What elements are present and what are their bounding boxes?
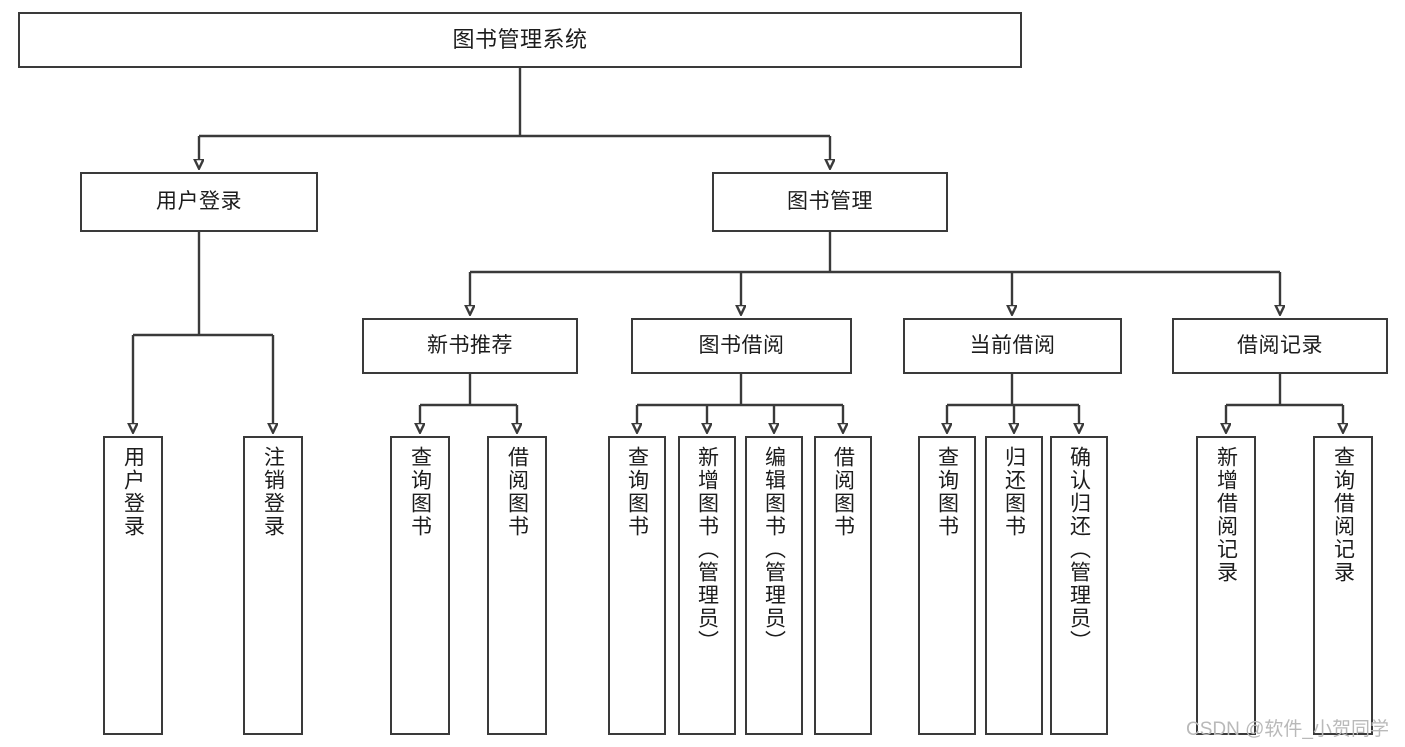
node-label: 图书管理系统 [452,26,588,52]
leaf-borrow-book-brw[interactable]: 借阅图书 [814,436,872,735]
node-user-login[interactable]: 用户登录 [80,172,318,232]
node-label: 图书管理 [787,190,873,214]
node-new-book-recommendation[interactable]: 新书推荐 [362,318,578,374]
leaf-add-book[interactable]: 新增图书（管理员） [678,436,736,735]
leaf-user-login[interactable]: 用户登录 [103,436,163,735]
node-label: 归还图书 [1002,446,1026,538]
node-borrowing-record[interactable]: 借阅记录 [1172,318,1388,374]
node-label: 借阅图书 [505,446,529,538]
leaf-return-book[interactable]: 归还图书 [985,436,1043,735]
node-current-borrowing[interactable]: 当前借阅 [903,318,1122,374]
node-label: 新书推荐 [427,334,513,358]
leaf-borrow-book-rec[interactable]: 借阅图书 [487,436,547,735]
node-label: 借阅图书 [831,446,855,538]
node-label: 编辑图书（管理员） [762,446,786,653]
node-label: 查询图书 [625,446,649,538]
leaf-query-record[interactable]: 查询借阅记录 [1313,436,1373,735]
node-label: 新增图书（管理员） [695,446,719,653]
node-label: 查询图书 [408,446,432,538]
leaf-add-record[interactable]: 新增借阅记录 [1196,436,1256,735]
watermark: CSDN @软件_小贺同学 [1186,719,1389,740]
leaf-edit-book[interactable]: 编辑图书（管理员） [745,436,803,735]
node-root-system[interactable]: 图书管理系统 [18,12,1022,68]
node-label: 新增借阅记录 [1214,446,1238,584]
leaf-query-book-brw[interactable]: 查询图书 [608,436,666,735]
node-book-borrowing[interactable]: 图书借阅 [631,318,852,374]
leaf-confirm-return[interactable]: 确认归还（管理员） [1050,436,1108,735]
node-label: 图书借阅 [698,334,785,358]
node-label: 确认归还（管理员） [1067,446,1091,653]
leaf-logout[interactable]: 注销登录 [243,436,303,735]
node-label: 查询借阅记录 [1331,446,1355,584]
node-label: 注销登录 [261,446,285,538]
node-label: 查询图书 [935,446,959,538]
leaf-query-book-cur[interactable]: 查询图书 [918,436,976,735]
node-label: 用户登录 [156,190,242,214]
node-label: 借阅记录 [1237,334,1323,358]
node-label: 当前借阅 [969,334,1056,358]
node-book-management[interactable]: 图书管理 [712,172,948,232]
leaf-query-book-rec[interactable]: 查询图书 [390,436,450,735]
node-label: 用户登录 [121,446,145,538]
